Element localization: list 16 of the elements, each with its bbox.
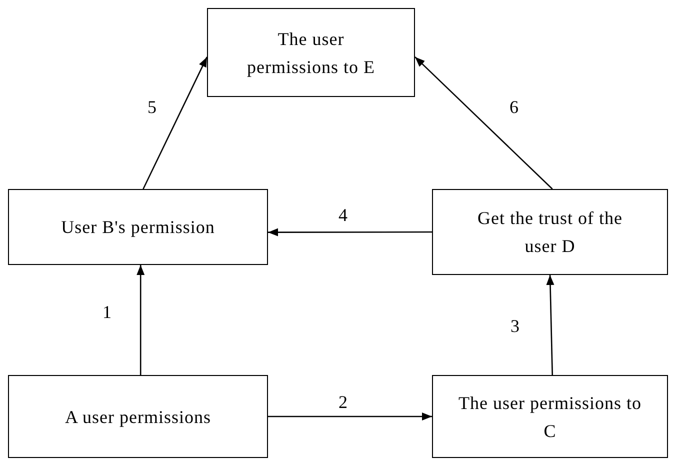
box-text: The user permissions to E: [246, 28, 376, 79]
process-box: [432, 375, 668, 458]
arrow: [136, 265, 145, 375]
box-text: User B's permission: [61, 216, 215, 239]
arrow: [268, 412, 432, 420]
arrow: [414, 56, 553, 190]
arrow: [268, 228, 432, 236]
arrow: [546, 274, 554, 376]
process-box: [8, 189, 268, 265]
box-text: A user permissions: [65, 406, 211, 429]
box-text: The user permissions to C: [458, 392, 642, 442]
arrow: [142, 56, 208, 190]
box-text: Get the trust of the user D: [476, 207, 624, 258]
process-box: [207, 8, 415, 97]
process-box: [8, 375, 268, 458]
process-box: [432, 189, 668, 275]
